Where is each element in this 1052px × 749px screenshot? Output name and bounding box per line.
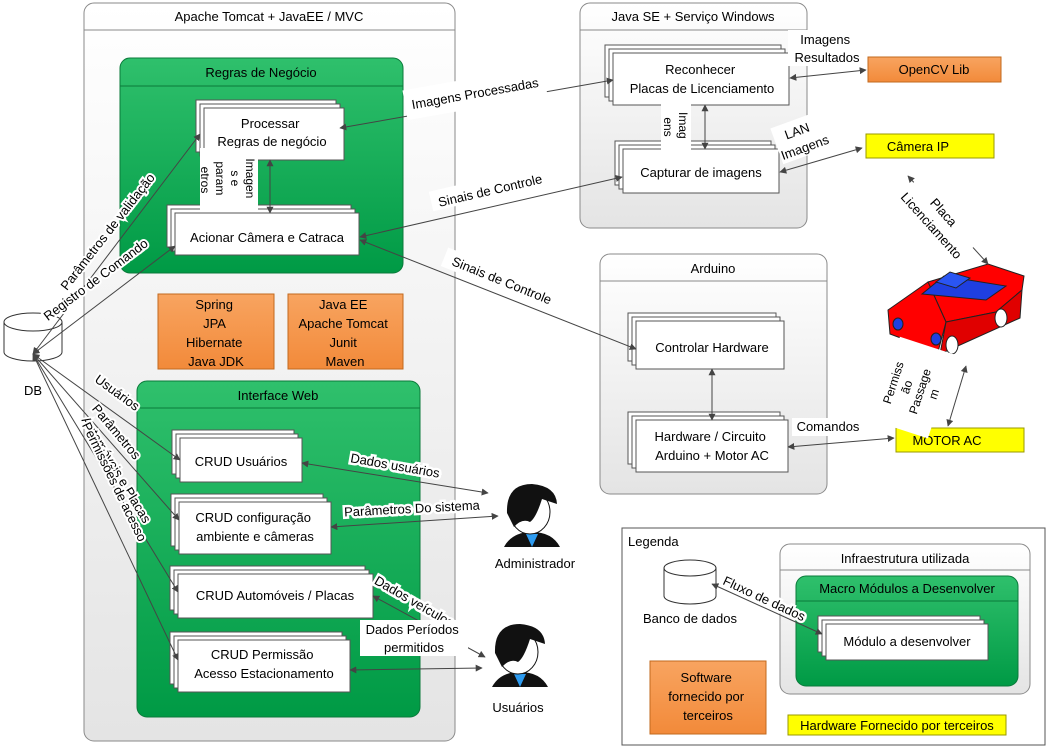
label-param: param bbox=[213, 161, 227, 195]
controlar-box: Controlar Hardware bbox=[627, 312, 785, 370]
users-label: Usuários bbox=[492, 700, 544, 715]
legend-infra-title: Infraestrutura utilizada bbox=[841, 551, 970, 566]
motor-label: MOTOR AC bbox=[912, 433, 981, 448]
svg-text:Software fornecido por: Software fornecido por terceiros bbox=[668, 670, 748, 723]
label-s-e: s e bbox=[228, 170, 242, 186]
label-ens: ens bbox=[661, 117, 675, 136]
legend-software-line1: Software bbox=[681, 670, 732, 685]
legend: Legenda Infraestrutura utilizada Macro M… bbox=[621, 527, 1046, 746]
svg-text:Hardware / Circuito Ardu: Hardware / Circuito Arduino + Motor AC bbox=[655, 429, 770, 463]
interface-web-title: Interface Web bbox=[238, 388, 319, 403]
label-etros: etros bbox=[198, 167, 212, 194]
capturar-label: Capturar de imagens bbox=[640, 165, 762, 180]
crud-config-box: CRUD configuração ambiente e câmeras bbox=[170, 493, 332, 555]
svg-text:CRUD configuração ambien: CRUD configuração ambiente e câmeras bbox=[195, 510, 314, 544]
administrator-person-icon: Administrador bbox=[495, 484, 576, 571]
svg-text:Imagens Resultados: Imagens Resultados bbox=[794, 32, 860, 65]
crud-perm-line2: Acesso Estacionamento bbox=[194, 666, 333, 681]
legend-software-line3: terceiros bbox=[683, 708, 733, 723]
label-sinais-controle-2: Sinais de Controle bbox=[450, 254, 554, 308]
regras-title: Regras de Negócio bbox=[205, 65, 316, 80]
svg-text:Imag ens: Imag ens bbox=[661, 112, 690, 142]
spring-stack-box: Spring JPA Hibernate Java JDK bbox=[157, 293, 275, 370]
spring-line3: Hibernate bbox=[186, 335, 242, 350]
crud-auto-label: CRUD Automóveis / Placas bbox=[196, 588, 355, 603]
controlar-label: Controlar Hardware bbox=[655, 340, 768, 355]
legend-modulo-label: Módulo a desenvolver bbox=[843, 634, 971, 649]
acionar-label: Acionar Câmera e Catraca bbox=[190, 230, 345, 245]
hardware-box: Hardware / Circuito Arduino + Motor AC bbox=[627, 411, 789, 473]
label-comandos: Comandos bbox=[797, 419, 860, 434]
hardware-line2: Arduino + Motor AC bbox=[655, 448, 769, 463]
legend-db-icon: Banco de dados bbox=[643, 559, 737, 626]
opencv-box: OpenCV Lib bbox=[867, 56, 1002, 83]
label-permitidos: permitidos bbox=[384, 640, 444, 655]
svg-text:Imagen s e par: Imagen s e param etros bbox=[198, 158, 257, 201]
crud-usuarios-box: CRUD Usuários bbox=[171, 429, 303, 483]
processar-line2: Regras de negócio bbox=[217, 134, 326, 149]
javaee-line3: Junit bbox=[329, 335, 357, 350]
reconhecer-line1: Reconhecer bbox=[665, 62, 736, 77]
legend-hardware-box: Hardware Fornecido por terceiros bbox=[787, 714, 1007, 736]
reconhecer-box: Reconhecer Placas de Licenciamento bbox=[604, 44, 790, 106]
legend-modulo-box: Módulo a desenvolver bbox=[817, 615, 989, 661]
spring-line1: Spring bbox=[195, 297, 233, 312]
spring-line2: JPA bbox=[203, 316, 226, 331]
crud-perm-line1: CRUD Permissão bbox=[211, 647, 314, 662]
camera-box: Câmera IP bbox=[865, 133, 995, 159]
label-imagen: Imagen bbox=[243, 158, 257, 198]
svg-text:CRUD Permissão Acesso Es: CRUD Permissão Acesso Estacionamento bbox=[194, 647, 333, 681]
arduino-title: Arduino bbox=[691, 261, 736, 276]
crud-config-line1: CRUD configuração bbox=[195, 510, 311, 525]
legend-db-label: Banco de dados bbox=[643, 611, 737, 626]
javaee-line1: Java EE bbox=[319, 297, 368, 312]
db-label: DB bbox=[24, 383, 42, 398]
crud-perm-box: CRUD Permissão Acesso Estacionamento bbox=[169, 631, 351, 693]
svg-text:Processar Regras de negó: Processar Regras de negócio bbox=[217, 116, 326, 149]
hardware-line1: Hardware / Circuito bbox=[655, 429, 766, 444]
opencv-label: OpenCV Lib bbox=[899, 62, 970, 77]
legend-macro-title: Macro Módulos a Desenvolver bbox=[819, 581, 995, 596]
legend-software-line2: fornecido por bbox=[668, 689, 745, 704]
crud-auto-box: CRUD Automóveis / Placas bbox=[169, 565, 374, 619]
label-imag: Imag bbox=[676, 112, 690, 139]
processar-line1: Processar bbox=[241, 116, 300, 131]
reconhecer-line2: Placas de Licenciamento bbox=[630, 81, 775, 96]
label-imagens: Imagens bbox=[800, 32, 850, 47]
javase-title: Java SE + Serviço Windows bbox=[612, 9, 775, 24]
javase-container: Java SE + Serviço Windows bbox=[579, 2, 808, 229]
processar-box: Processar Regras de negócio bbox=[195, 99, 345, 161]
connectors bbox=[32, 67, 989, 674]
db-icon: DB bbox=[3, 312, 63, 398]
camera-label: Câmera IP bbox=[887, 139, 949, 154]
administrator-label: Administrador bbox=[495, 556, 576, 571]
tomcat-title: Apache Tomcat + JavaEE / MVC bbox=[175, 9, 364, 24]
users-person-icon: Usuários bbox=[492, 624, 548, 715]
crud-config-line2: ambiente e câmeras bbox=[196, 529, 314, 544]
spring-line4: Java JDK bbox=[188, 354, 244, 369]
javaee-line2: Apache Tomcat bbox=[299, 316, 389, 331]
legend-hardware-label: Hardware Fornecido por terceiros bbox=[800, 718, 994, 733]
svg-text:Reconhecer Placas de Lic: Reconhecer Placas de Licenciamento bbox=[630, 62, 775, 96]
legend-title: Legenda bbox=[628, 534, 679, 549]
capturar-box: Capturar de imagens bbox=[614, 140, 780, 194]
crud-usuarios-label: CRUD Usuários bbox=[195, 454, 288, 469]
javaee-line4: Maven bbox=[325, 354, 364, 369]
label-resultados: Resultados bbox=[794, 50, 860, 65]
car-icon bbox=[887, 263, 1025, 355]
label-m: m bbox=[926, 387, 942, 401]
legend-software-box: Software fornecido por terceiros bbox=[649, 660, 767, 735]
label-dados-periodos: Dados Períodos bbox=[366, 622, 460, 637]
javaee-stack-box: Java EE Apache Tomcat Junit Maven bbox=[287, 293, 404, 370]
label-ao: ão bbox=[898, 378, 916, 395]
acionar-box: Acionar Câmera e Catraca bbox=[166, 204, 360, 256]
svg-text:Dados Períodos permitido: Dados Períodos permitidos bbox=[366, 622, 463, 655]
